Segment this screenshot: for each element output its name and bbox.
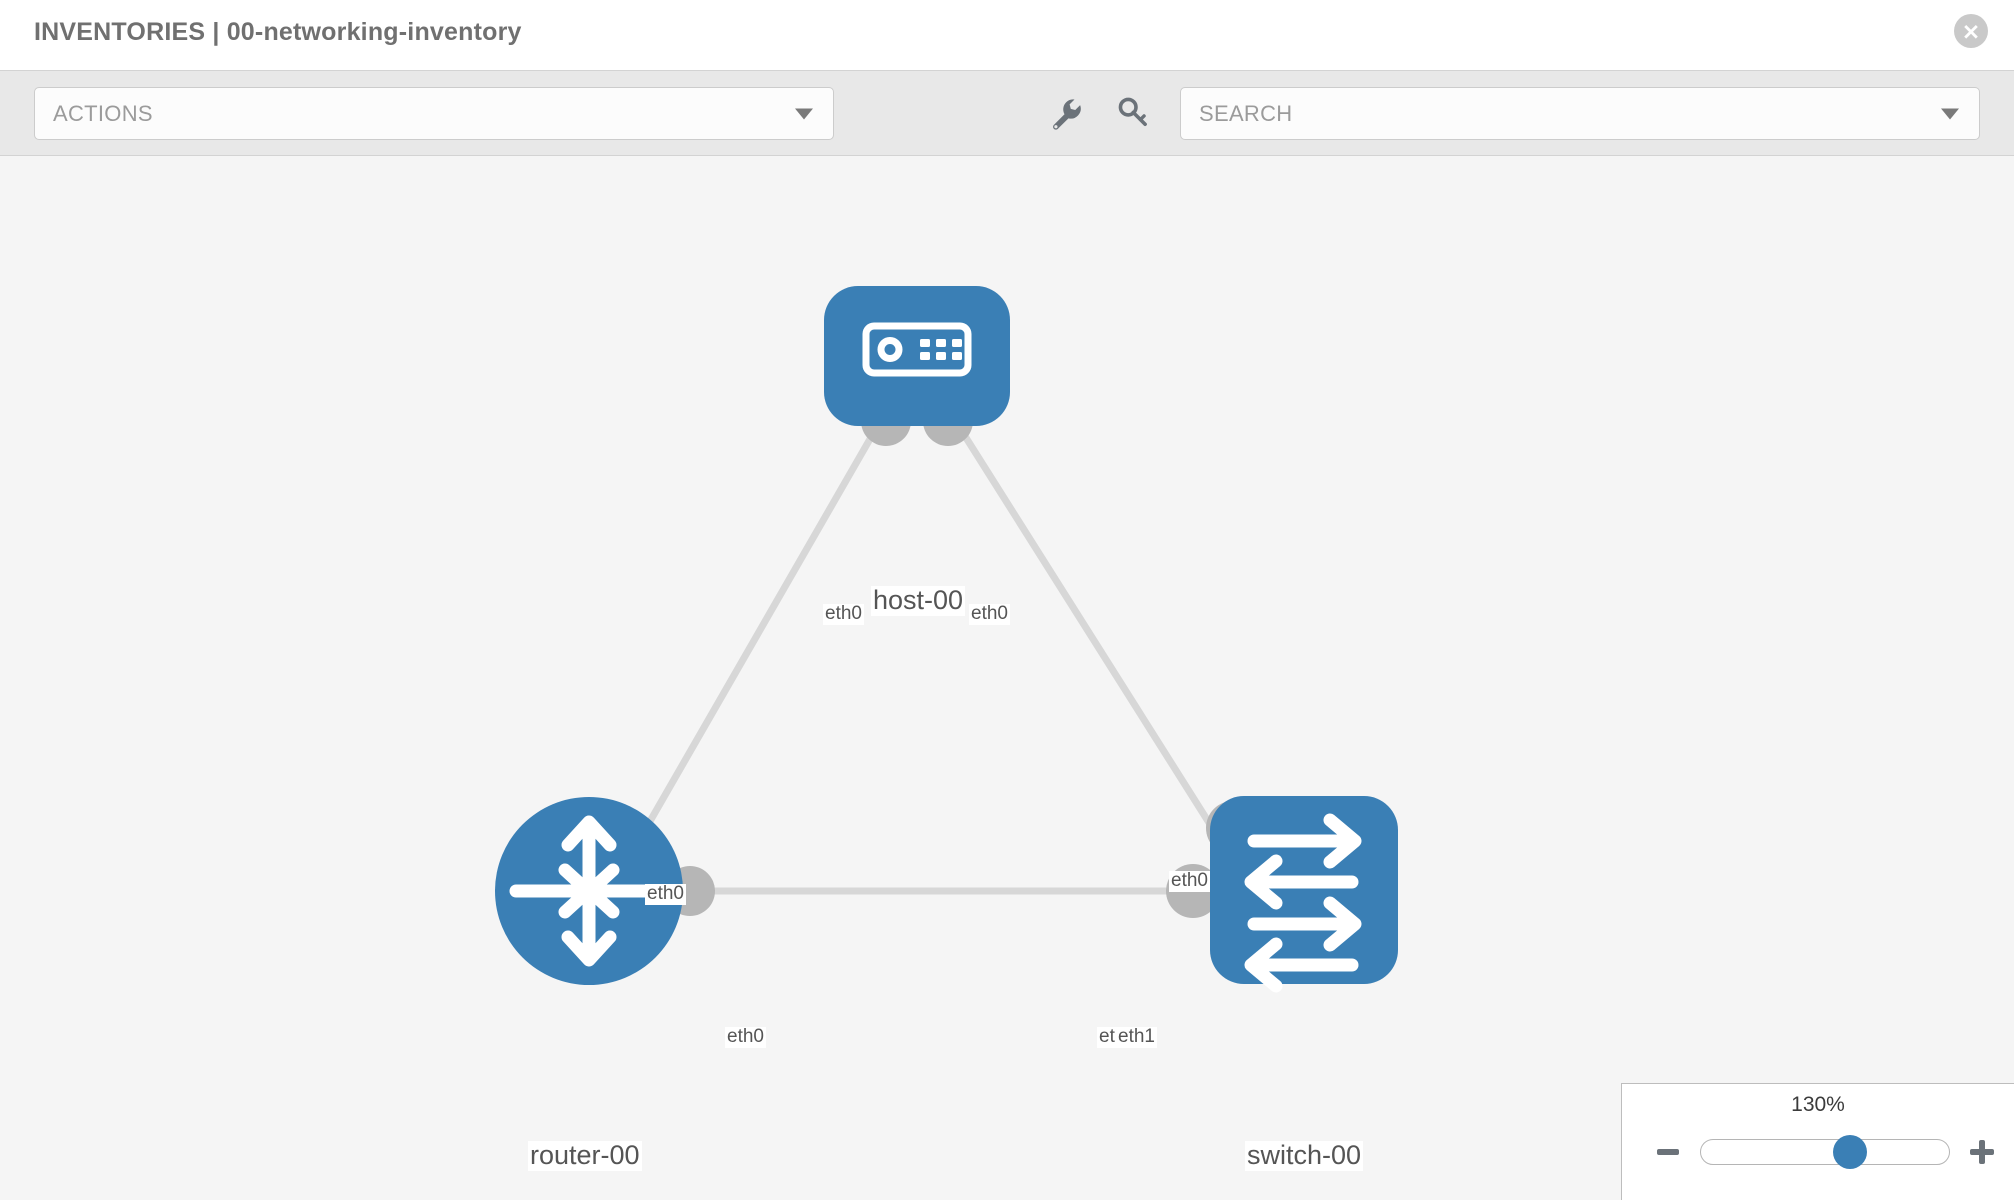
switch-arrows-icon	[1244, 813, 1362, 993]
wrench-button[interactable]	[1046, 95, 1086, 135]
chevron-down-icon[interactable]	[1941, 108, 1959, 119]
zoom-slider-track[interactable]	[1700, 1135, 1950, 1169]
page-header: INVENTORIES | 00-networking-inventory	[0, 0, 2014, 70]
toolbar: ACTIONS SEARCH	[0, 70, 2014, 156]
topology-canvas[interactable]: eth0 host-00 eth0 eth0 eth0 eth0 eth eth…	[0, 156, 2014, 1200]
node-label-router: router-00	[528, 1140, 642, 1171]
node-router-00	[495, 797, 683, 985]
interface-label: eth0	[969, 603, 1010, 625]
interface-label: eth0	[645, 883, 686, 905]
zoom-control-panel: 130%	[1621, 1083, 2014, 1200]
server-icon	[862, 322, 972, 377]
link-host-router	[626, 402, 893, 860]
interface-label: eth1	[1116, 1026, 1157, 1048]
key-button[interactable]	[1113, 95, 1153, 135]
zoom-out-button[interactable]	[1648, 1132, 1688, 1172]
minus-icon	[1657, 1149, 1679, 1155]
close-icon	[1961, 21, 1981, 41]
plus-icon	[1970, 1140, 1994, 1164]
search-input[interactable]: SEARCH	[1180, 87, 1980, 140]
node-host-00	[824, 286, 1010, 426]
link-host-switch	[942, 402, 1234, 860]
node-label-host: host-00	[871, 585, 966, 616]
zoom-slider-row	[1622, 1132, 2014, 1172]
page-title: INVENTORIES | 00-networking-inventory	[34, 18, 522, 46]
close-button[interactable]	[1954, 14, 1988, 48]
chevron-down-icon	[795, 108, 813, 119]
zoom-percent-label: 130%	[1791, 1093, 1845, 1116]
wrench-icon	[1049, 96, 1083, 135]
interface-label: eth0	[725, 1026, 766, 1048]
topology-endpoints	[665, 396, 1260, 918]
router-arrows-icon	[509, 815, 669, 967]
actions-dropdown[interactable]: ACTIONS	[34, 87, 834, 140]
search-placeholder: SEARCH	[1199, 100, 1293, 126]
zoom-slider-thumb[interactable]	[1832, 1135, 1867, 1169]
zoom-in-button[interactable]	[1962, 1132, 2002, 1172]
node-label-switch: switch-00	[1245, 1140, 1364, 1171]
actions-dropdown-label: ACTIONS	[53, 100, 153, 126]
node-switch-00	[1210, 796, 1398, 993]
key-icon	[1116, 96, 1150, 135]
topology-svg	[495, 286, 1398, 993]
interface-label: eth0	[1169, 870, 1210, 892]
topology-links	[626, 402, 1234, 895]
interface-label: eth0	[823, 603, 864, 625]
